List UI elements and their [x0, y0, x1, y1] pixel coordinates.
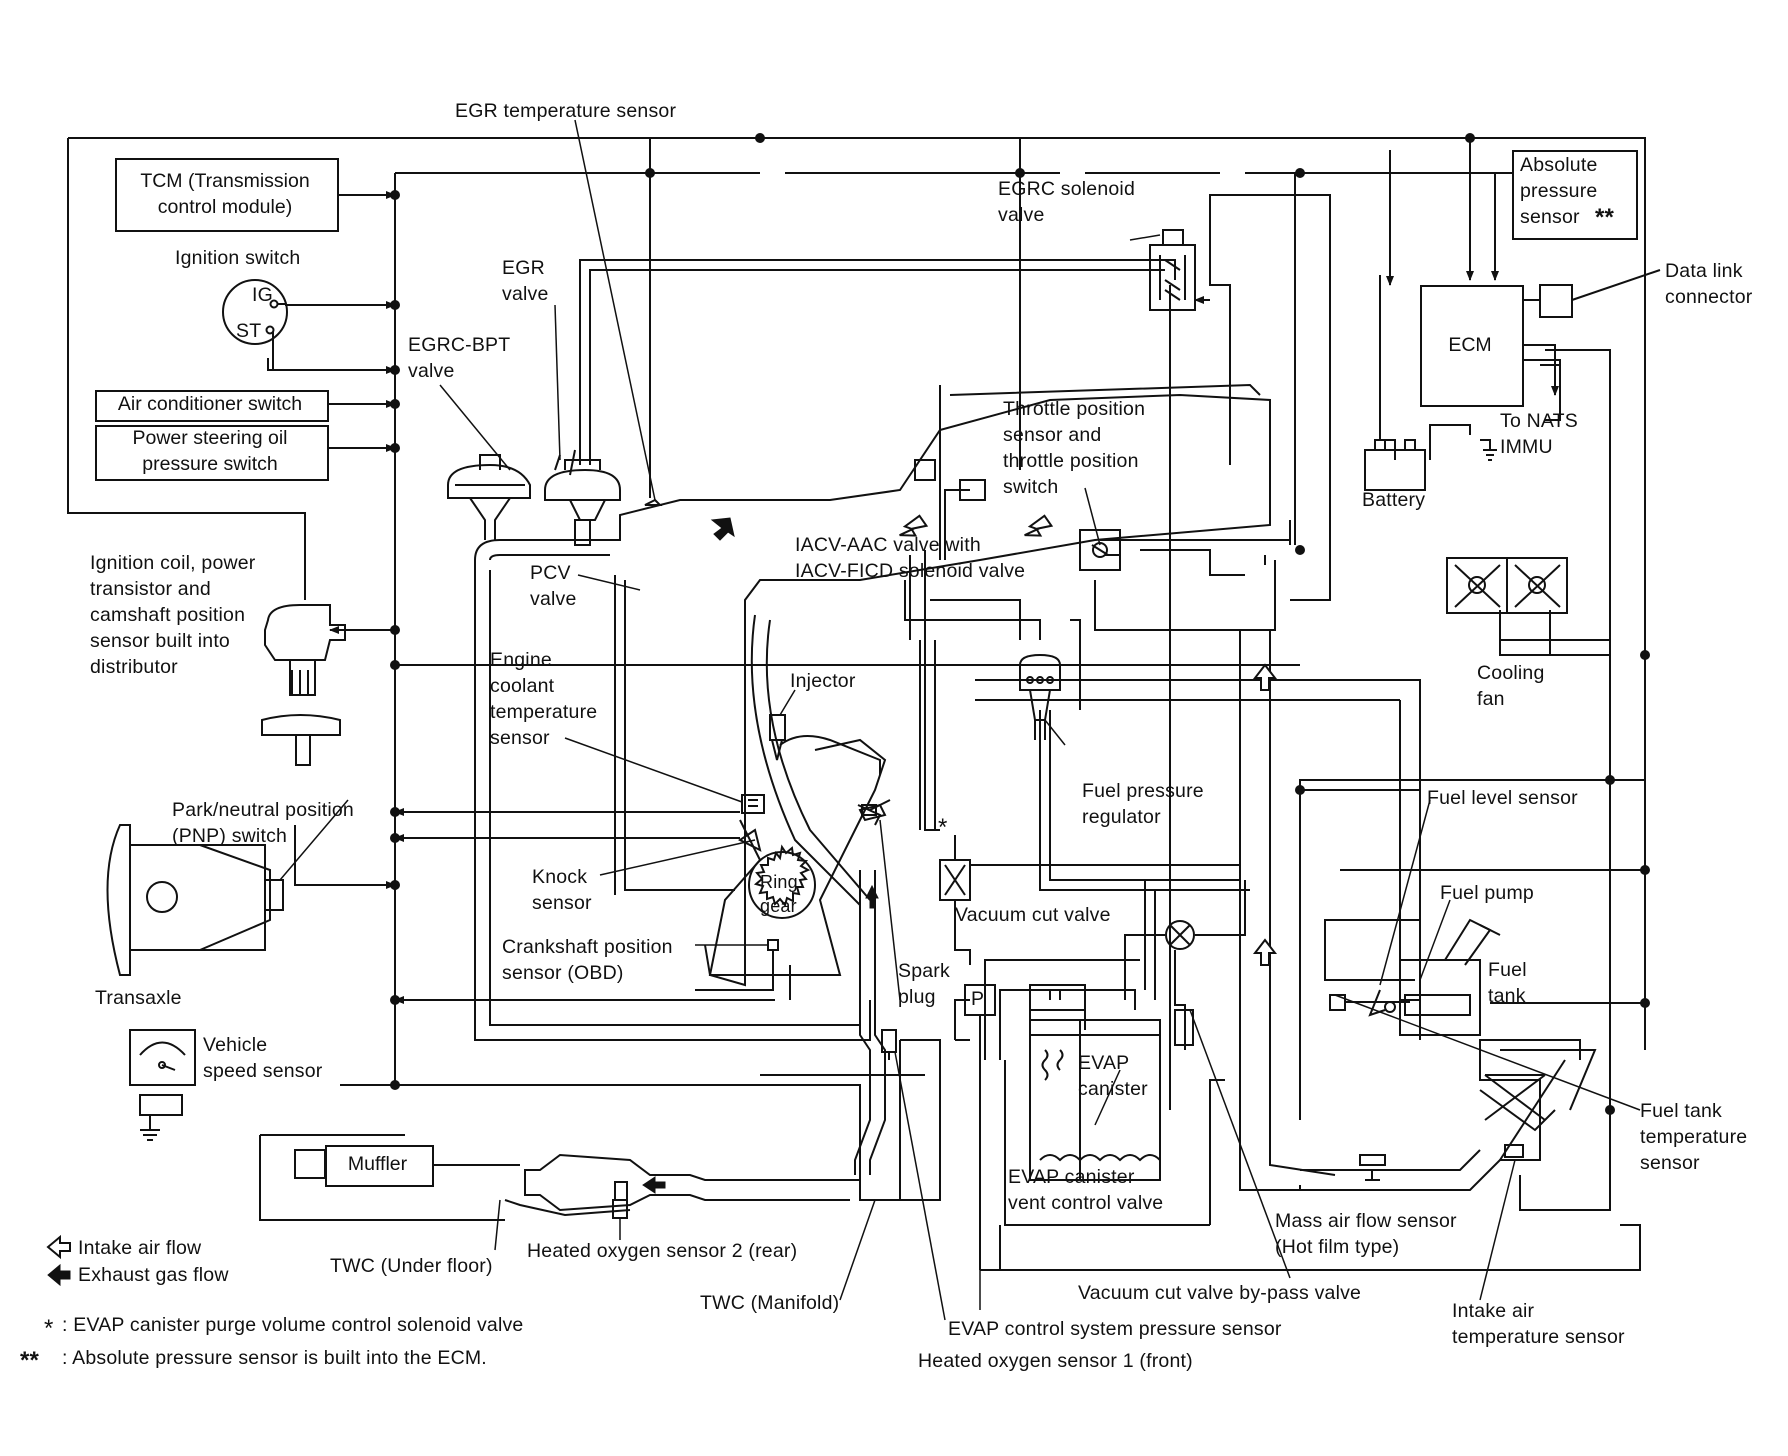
crankshaft-position-sensor-label: Crankshaft position sensor (OBD) [502, 936, 673, 984]
p-sensor-mark: P [971, 988, 985, 1010]
mass-air-flow-sensor-label: Mass air flow sensor (Hot film type) [1275, 1210, 1457, 1258]
footnote-1-text: : EVAP canister purge volume control sol… [62, 1314, 524, 1336]
evap-pressure-sensor-label: EVAP control system pressure sensor [948, 1318, 1282, 1340]
vacuum-cut-bypass-valve [1165, 920, 1195, 950]
ig-label: IG [252, 284, 273, 306]
twc-manifold-label: TWC (Manifold) [700, 1292, 840, 1314]
heated-oxygen-sensor-1-label: Heated oxygen sensor 1 (front) [918, 1350, 1193, 1372]
evap-canister-body [1029, 1019, 1161, 1181]
ring-gear-label: Ring gear [760, 872, 798, 916]
intake-manifold [474, 393, 1271, 715]
legend-exhaust-gas-flow: Exhaust gas flow [78, 1264, 229, 1286]
coolant-temperature-sensor-label: Engine coolant temperature sensor [490, 649, 598, 749]
transaxle-symbol [106, 824, 284, 976]
fuel-pressure-regulator-symbol [1019, 653, 1061, 740]
pnp-switch-label: Park/neutral position (PNP) switch [172, 799, 354, 847]
ignition-switch-label: Ignition switch [175, 247, 301, 269]
battery-symbol [1364, 439, 1426, 491]
distributor-symbol [261, 604, 346, 766]
vehicle-speed-sensor-label: Vehicle speed sensor [203, 1034, 323, 1082]
st-label: ST [236, 320, 262, 342]
purge-solenoid-star: * [938, 814, 948, 841]
ring-gear-symbol [748, 844, 816, 919]
ignition-switch-symbol [222, 279, 288, 370]
ground-symbol [1480, 439, 1497, 461]
footnote-2-mark: ** [20, 1347, 40, 1374]
ignition-coil-label: Ignition coil, power transistor and cams… [90, 552, 256, 678]
throttle-position-sensor-label: Throttle position sensor and throttle po… [1003, 398, 1146, 498]
vacuum-cut-valve-label: Vacuum cut valve [955, 904, 1111, 926]
absolute-pressure-double-star: ** [1595, 204, 1615, 231]
air-duct [1239, 630, 1336, 1191]
spark-plug-symbol [858, 799, 891, 822]
tcm-label: TCM (Transmission control module) [140, 170, 310, 218]
evap-canister-label: EVAP canister [1078, 1052, 1148, 1100]
egr-temperature-sensor-label: EGR temperature sensor [455, 100, 677, 122]
iacv-label: IACV-AAC valve with IACV-FICD solenoid v… [795, 534, 1026, 582]
injector-symbol [769, 714, 786, 761]
spark-plug-label: Spark plug [898, 960, 950, 1008]
ac-switch-box [95, 390, 329, 422]
outer-frame-line [67, 137, 1646, 1050]
cooling-fan-label: Cooling fan [1477, 662, 1545, 710]
evap-canister-vent-valve-label: EVAP canister vent control valve [1008, 1166, 1164, 1214]
egrc-solenoid-symbol [1149, 229, 1196, 311]
fuel-pressure-regulator-label: Fuel pressure regulator [1082, 780, 1204, 828]
engine-block [474, 560, 871, 1041]
ps-switch-box [95, 425, 329, 481]
twc-under-floor-label: TWC (Under floor) [330, 1255, 493, 1277]
muffler-box [325, 1145, 434, 1187]
ecm-label: ECM [1448, 334, 1492, 356]
fuel-tank-temperature-sensor-label: Fuel tank temperature sensor [1640, 1100, 1748, 1174]
muffler-label: Muffler [347, 1153, 408, 1175]
fuel-tank-label: Fuel tank [1488, 959, 1527, 1007]
battery-label: Battery [1362, 489, 1426, 511]
exhaust-pipe [524, 1153, 861, 1212]
heated-oxygen-sensor-2-label: Heated oxygen sensor 2 (rear) [527, 1240, 798, 1262]
footnote-2-text: : Absolute pressure sensor is built into… [62, 1347, 487, 1369]
absolute-pressure-label: Absolute pressure sensor [1520, 154, 1598, 228]
egr-valve-label: EGR valve [502, 257, 549, 305]
egrc-solenoid-valve-label: EGRC solenoid valve [998, 178, 1135, 226]
cooling-fan-symbol [1446, 557, 1568, 614]
knock-sensor-label: Knock sensor [532, 866, 592, 914]
egrc-bpt-valve-label: EGRC-BPT valve [408, 334, 511, 382]
to-nats-label: To NATS IMMU [1500, 410, 1578, 458]
fuel-level-sensor-label: Fuel level sensor [1427, 787, 1578, 809]
transaxle-label: Transaxle [95, 987, 182, 1009]
piston-outline [779, 735, 881, 775]
ac-switch-label: Air conditioner switch [117, 393, 303, 415]
vacuum-cut-valve-bypass-label: Vacuum cut valve by-pass valve [1078, 1282, 1362, 1304]
pcv-valve-label: PCV valve [530, 562, 577, 610]
footnote-1-mark: * [44, 1315, 54, 1342]
ecm-box [1420, 285, 1524, 407]
injector-label: Injector [790, 670, 856, 692]
fuel-pump-label: Fuel pump [1440, 882, 1534, 904]
ps-switch-label: Power steering oil pressure switch [132, 427, 288, 475]
intake-air-temperature-sensor-label: Intake air temperature sensor [1452, 1300, 1625, 1348]
absolute-pressure-box [1512, 150, 1638, 240]
vehicle-speed-sensor-symbol [129, 1029, 196, 1141]
data-link-connector-label: Data link connector [1665, 260, 1753, 308]
data-link-connector-symbol [1539, 284, 1573, 318]
exhaust-downpipe [854, 870, 886, 1175]
tcm-box [115, 158, 339, 232]
legend-intake-air-flow: Intake air flow [78, 1237, 202, 1259]
egr-valve-group [447, 449, 663, 546]
